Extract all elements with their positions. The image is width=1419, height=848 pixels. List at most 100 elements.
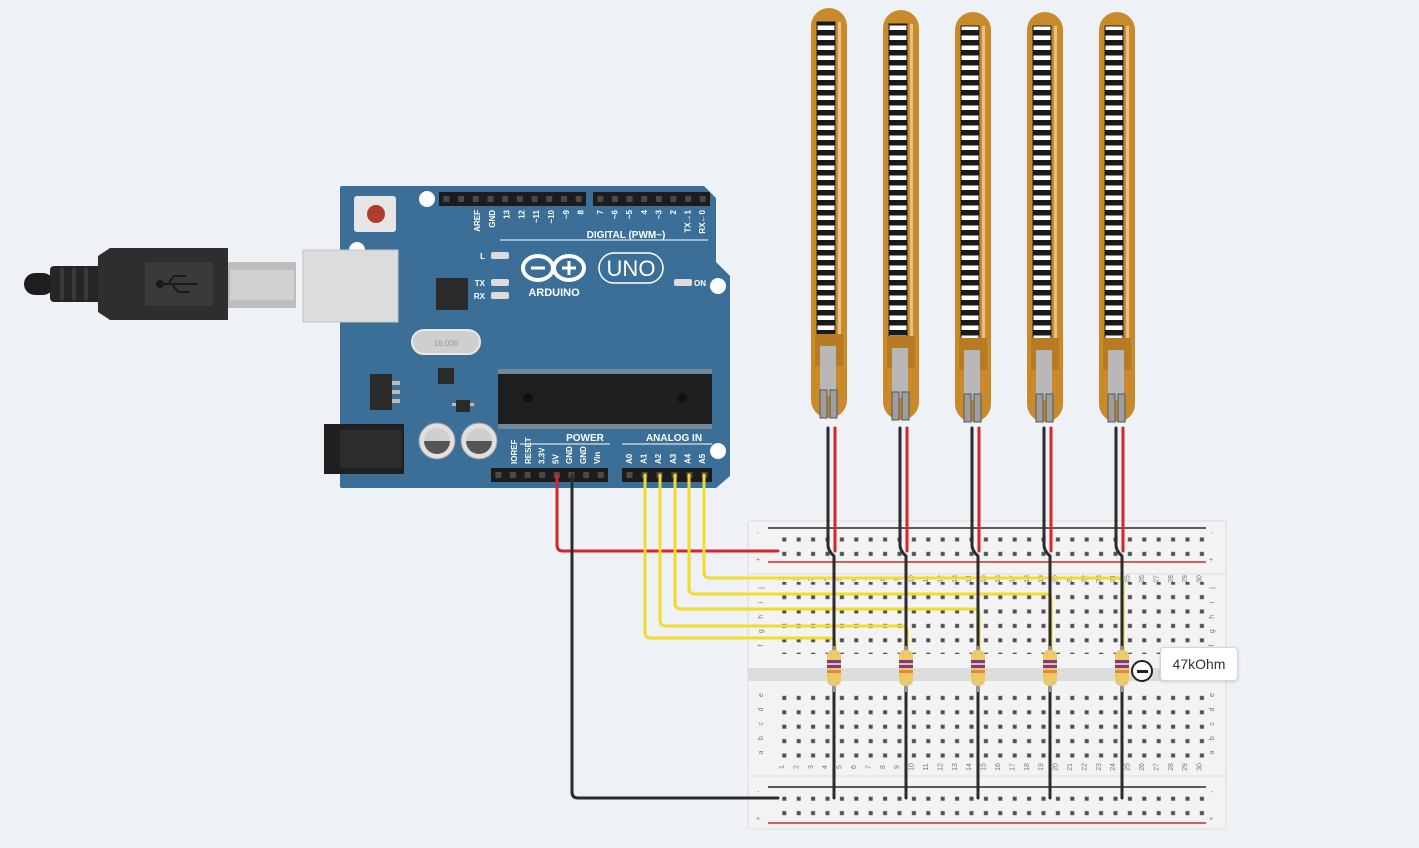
column-number: 18 bbox=[1024, 763, 1031, 771]
resistor[interactable] bbox=[1043, 646, 1057, 692]
column-number: 19 bbox=[1038, 763, 1045, 771]
usb-port bbox=[302, 249, 399, 323]
pin-label: A5 bbox=[698, 453, 707, 464]
column-number: 27 bbox=[1153, 575, 1160, 583]
column-number: 25 bbox=[1125, 575, 1132, 583]
crystal-oscillator: 16.000 bbox=[411, 329, 481, 355]
column-number: 29 bbox=[1182, 763, 1189, 771]
svg-text:+: + bbox=[756, 557, 760, 564]
usb-chip bbox=[436, 278, 468, 310]
resistor[interactable] bbox=[899, 646, 913, 692]
pin-label: 8 bbox=[577, 209, 586, 214]
pin-label: 13 bbox=[503, 209, 512, 218]
power-header bbox=[491, 468, 608, 482]
flex-sensor[interactable] bbox=[811, 8, 847, 419]
svg-text:ON: ON bbox=[694, 279, 706, 288]
row-letter: e bbox=[1209, 693, 1216, 697]
svg-text:-: - bbox=[1211, 789, 1214, 796]
column-number: 7 bbox=[865, 765, 872, 769]
column-number: 24 bbox=[1110, 763, 1117, 771]
sensor-ground-wire[interactable] bbox=[970, 426, 980, 794]
column-number: 10 bbox=[909, 763, 916, 771]
row-letter: g bbox=[758, 629, 765, 633]
row-letter: a bbox=[758, 751, 765, 755]
row-letter: b bbox=[758, 736, 765, 740]
flex-sensor[interactable] bbox=[955, 12, 991, 423]
led-tx: TX bbox=[475, 279, 509, 288]
column-number: 14 bbox=[966, 763, 973, 771]
row-letter: h bbox=[1209, 615, 1216, 619]
analog-in-label: ANALOG IN bbox=[646, 433, 702, 444]
flex-sensor[interactable] bbox=[1099, 12, 1135, 423]
row-letter: c bbox=[1209, 722, 1216, 726]
transistor bbox=[452, 400, 474, 412]
column-number: 13 bbox=[952, 763, 959, 771]
pin-label: 2 bbox=[669, 209, 678, 214]
pin-label: TX→1 bbox=[684, 209, 693, 232]
sensor-ground-wire[interactable] bbox=[1042, 426, 1052, 794]
remove-component-button[interactable] bbox=[1131, 660, 1153, 682]
power-label: POWER bbox=[566, 433, 605, 444]
reset-button[interactable] bbox=[354, 196, 396, 232]
svg-text:+: + bbox=[756, 816, 760, 823]
resistor[interactable] bbox=[1115, 646, 1129, 692]
row-letter: f bbox=[1209, 645, 1216, 647]
usb-symbol-icon bbox=[156, 275, 198, 293]
svg-text:+: + bbox=[1209, 816, 1213, 823]
digital-header-left bbox=[439, 192, 586, 206]
flex-sensor[interactable] bbox=[883, 10, 919, 421]
column-number: 1 bbox=[779, 765, 786, 769]
row-letter: g bbox=[1209, 629, 1216, 633]
pin-label: RX←0 bbox=[698, 209, 707, 233]
wire-gnd[interactable] bbox=[570, 473, 780, 800]
sensor-ground-wire[interactable] bbox=[1114, 426, 1124, 794]
led-rx: RX bbox=[474, 292, 509, 301]
power-jack bbox=[324, 424, 404, 474]
column-number: 4 bbox=[822, 765, 829, 769]
led-l: L bbox=[480, 252, 509, 261]
pin-label: GND bbox=[579, 446, 588, 464]
sensor-ground-wire[interactable] bbox=[826, 426, 836, 794]
row-letter: i bbox=[758, 601, 765, 603]
pin-label: ~5 bbox=[625, 209, 634, 219]
column-number: 22 bbox=[1081, 763, 1088, 771]
led-on: ON bbox=[674, 279, 706, 288]
resistance-value: 47kOhm bbox=[1172, 656, 1226, 672]
pin-label: GND bbox=[565, 446, 574, 464]
pin-label: A0 bbox=[625, 453, 634, 464]
column-number: 25 bbox=[1125, 763, 1132, 771]
column-number: 30 bbox=[1197, 763, 1204, 771]
sensor-ground-wire[interactable] bbox=[898, 426, 908, 794]
wire-5v[interactable] bbox=[555, 473, 780, 553]
row-letter: f bbox=[758, 645, 765, 647]
column-number: 20 bbox=[1053, 763, 1060, 771]
pin-label: ~11 bbox=[532, 209, 541, 223]
row-letter: e bbox=[758, 693, 765, 697]
pin-label: ~10 bbox=[547, 209, 556, 223]
row-letter: b bbox=[1209, 736, 1216, 740]
pin-label: ~9 bbox=[562, 209, 571, 219]
column-number: 26 bbox=[1139, 575, 1146, 583]
usb-cable[interactable] bbox=[24, 248, 296, 320]
small-chip bbox=[438, 368, 454, 384]
column-number: 28 bbox=[1168, 763, 1175, 771]
column-number: 26 bbox=[1139, 763, 1146, 771]
resistor[interactable] bbox=[827, 646, 841, 692]
column-number: 28 bbox=[1168, 575, 1175, 583]
column-number: 16 bbox=[995, 763, 1002, 771]
column-number: 12 bbox=[937, 763, 944, 771]
pin-label: ~3 bbox=[654, 209, 663, 219]
flex-sensor[interactable] bbox=[1027, 12, 1063, 423]
resistor[interactable] bbox=[971, 646, 985, 692]
digital-header-label: DIGITAL (PWM~) bbox=[587, 230, 666, 241]
row-letter: d bbox=[1209, 707, 1216, 711]
row-letter: a bbox=[1209, 751, 1216, 755]
pin-label: Vin bbox=[593, 452, 602, 464]
column-number: 21 bbox=[1067, 763, 1074, 771]
svg-text:-: - bbox=[757, 530, 760, 537]
pin-label: A3 bbox=[669, 453, 678, 464]
svg-text:-: - bbox=[1211, 530, 1214, 537]
row-letter: i bbox=[1209, 601, 1216, 603]
